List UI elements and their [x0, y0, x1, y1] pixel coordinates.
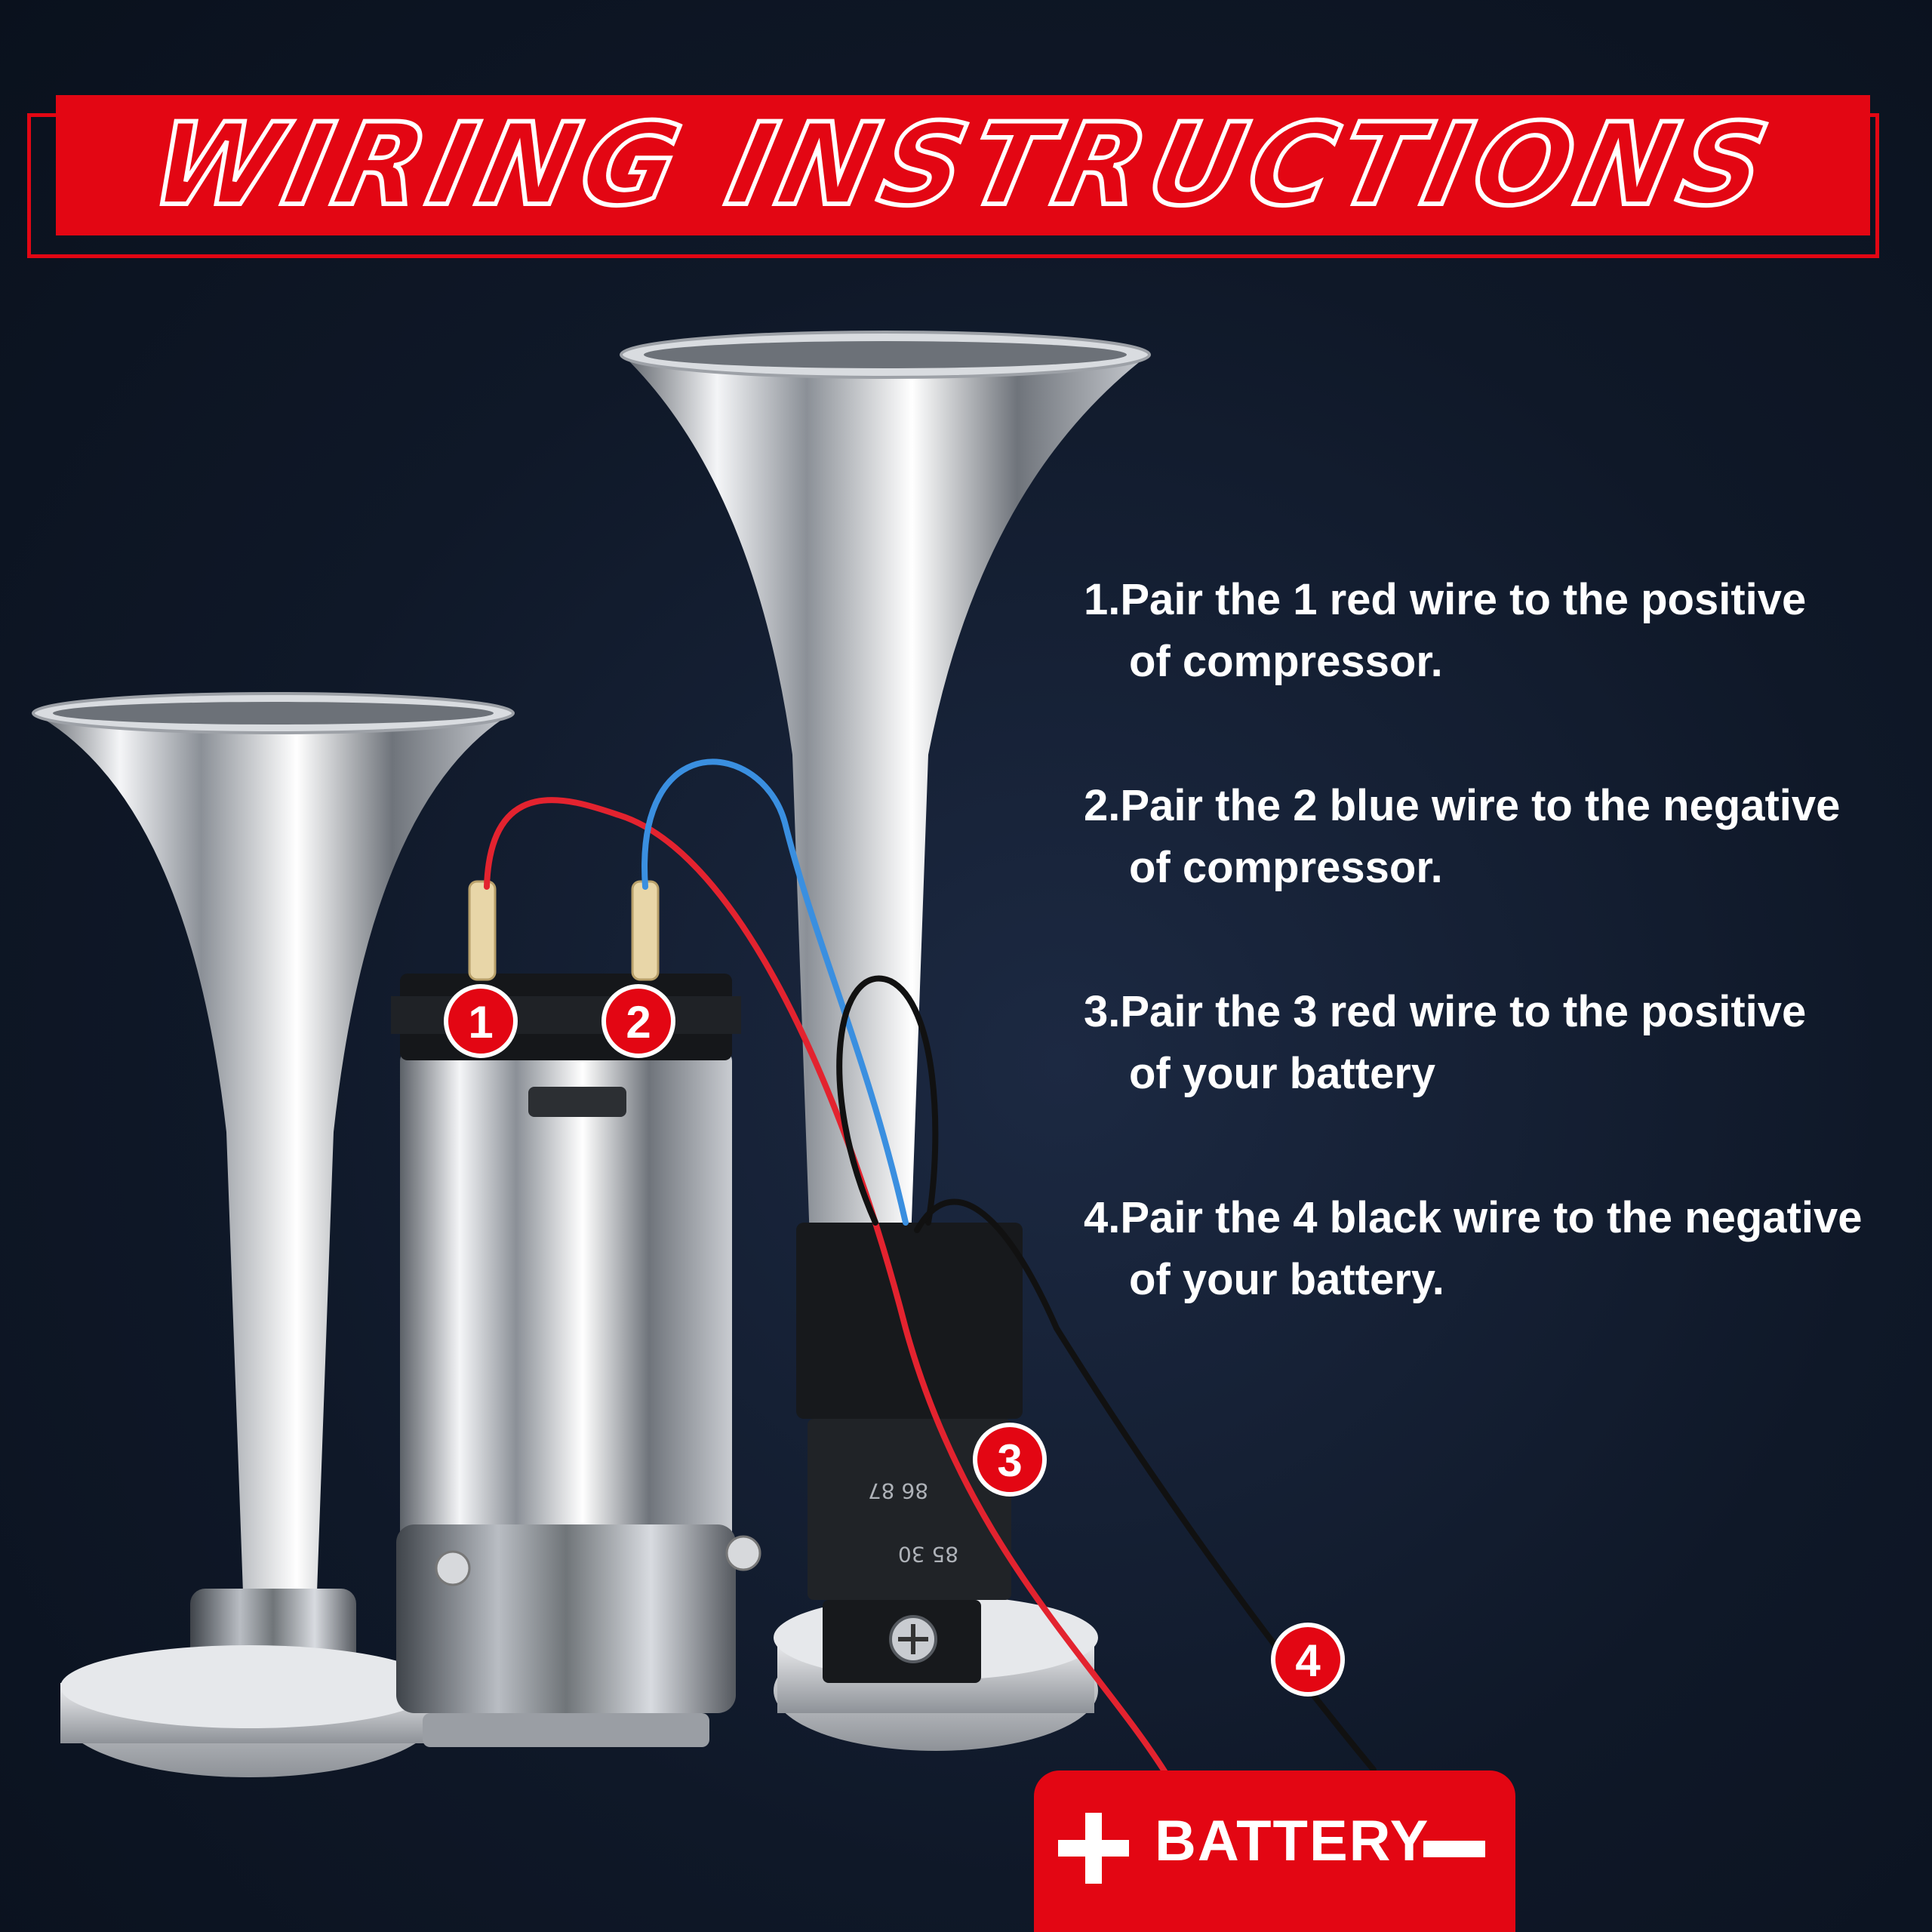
red-wire-1	[484, 797, 1169, 1777]
step-3-line-2: of your battery	[1129, 1049, 1436, 1098]
relay-pin-text-1: 86 87	[868, 1478, 928, 1503]
marker-2: 2	[601, 984, 675, 1058]
svg-text:4: 4	[1295, 1635, 1321, 1686]
instruction-step-3: 3.Pair the 3 red wire to the positive of…	[1084, 981, 1806, 1105]
svg-text:1: 1	[468, 997, 493, 1048]
marker-4: 4	[1271, 1623, 1345, 1697]
title-banner: WIRING INSTRUCTIONS	[56, 95, 1870, 235]
minus-icon	[1423, 1841, 1485, 1857]
instruction-step-1: 1.Pair the 1 red wire to the positive of…	[1084, 569, 1806, 693]
marker-1: 1	[444, 984, 518, 1058]
air-compressor	[391, 880, 761, 1747]
step-1-line-1: 1.Pair the 1 red wire to the positive	[1084, 575, 1807, 624]
relay-pin-text-2: 85 30	[898, 1542, 958, 1567]
battery-label: BATTERY	[1155, 1809, 1430, 1873]
svg-text:2: 2	[626, 997, 651, 1048]
relay: 86 87 85 30	[796, 1223, 1023, 1683]
marker-3: 3	[973, 1423, 1047, 1497]
svg-text:3: 3	[997, 1435, 1022, 1486]
battery-box: BATTERY	[1034, 1770, 1515, 1932]
blue-wire-2	[641, 758, 909, 1226]
step-3-line-1: 3.Pair the 3 red wire to the positive	[1084, 987, 1807, 1036]
step-1-line-2: of compressor.	[1129, 637, 1443, 686]
step-4-line-2: of your battery.	[1129, 1255, 1444, 1304]
step-4-line-1: 4.Pair the 4 black wire to the negative	[1084, 1193, 1863, 1242]
plus-icon	[1058, 1813, 1129, 1884]
step-2-line-1: 2.Pair the 2 blue wire to the negative	[1084, 781, 1841, 830]
instruction-step-4: 4.Pair the 4 black wire to the negative …	[1084, 1187, 1862, 1311]
instruction-step-2: 2.Pair the 2 blue wire to the negative o…	[1084, 775, 1840, 899]
black-wire-loop	[836, 975, 939, 1226]
step-2-line-2: of compressor.	[1129, 843, 1443, 892]
short-horn	[32, 692, 515, 1777]
